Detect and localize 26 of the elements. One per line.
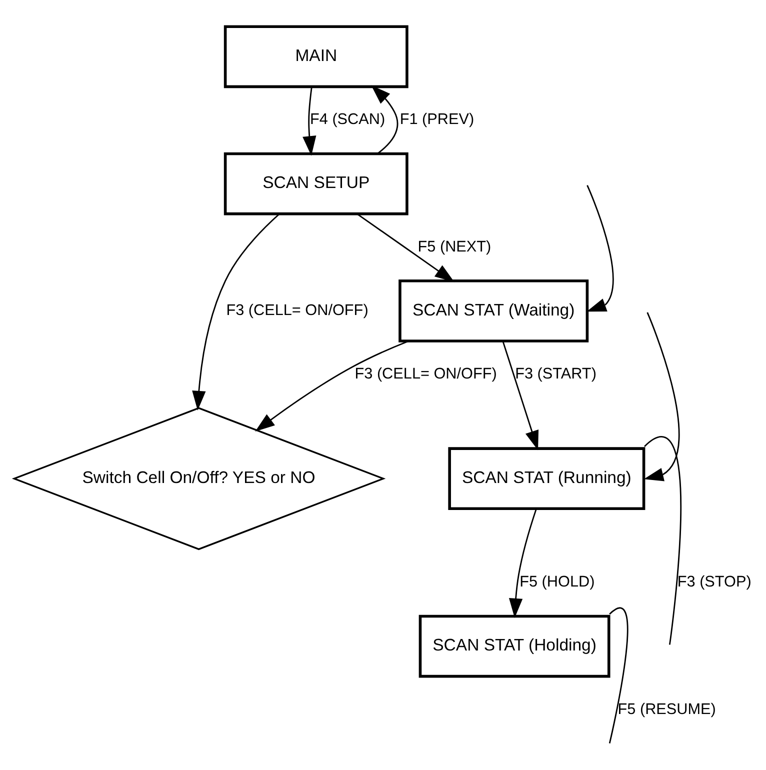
arrow [644,312,680,481]
arrow [508,508,537,618]
node-box: SCAN STAT (Waiting) [398,279,589,342]
edge-label: F1 (PREV) [400,110,474,128]
arrow [371,84,398,154]
edge-label: F5 (HOLD) [520,573,595,590]
edge-label: F4 (SCAN) [310,110,386,128]
edge-label: F5 (NEXT) [418,238,492,255]
node-box: SCAN SETUP [224,152,408,215]
edge-label: F3 (CELL= ON/OFF) [226,301,368,318]
arrow [586,184,614,312]
edge-label: F3 (STOP) [677,573,752,590]
edge-label: F3 (START) [515,364,596,382]
connector [608,607,628,743]
arrow [502,340,539,450]
node-box: SCAN STAT (Holding) [418,614,610,678]
arrow [302,86,316,156]
connector [644,436,682,644]
node-box: SCAN STAT (Running) [448,446,646,510]
arrow [255,340,409,432]
node-diamond: Switch Cell On/Off? YES or NO [12,406,386,550]
edge-label: F3 (CELL= ON/OFF) [354,364,497,382]
node-box: MAIN [224,24,408,88]
edge-label: F5 (RESUME) [618,700,716,718]
arrow [192,213,280,410]
arrow [356,212,454,282]
